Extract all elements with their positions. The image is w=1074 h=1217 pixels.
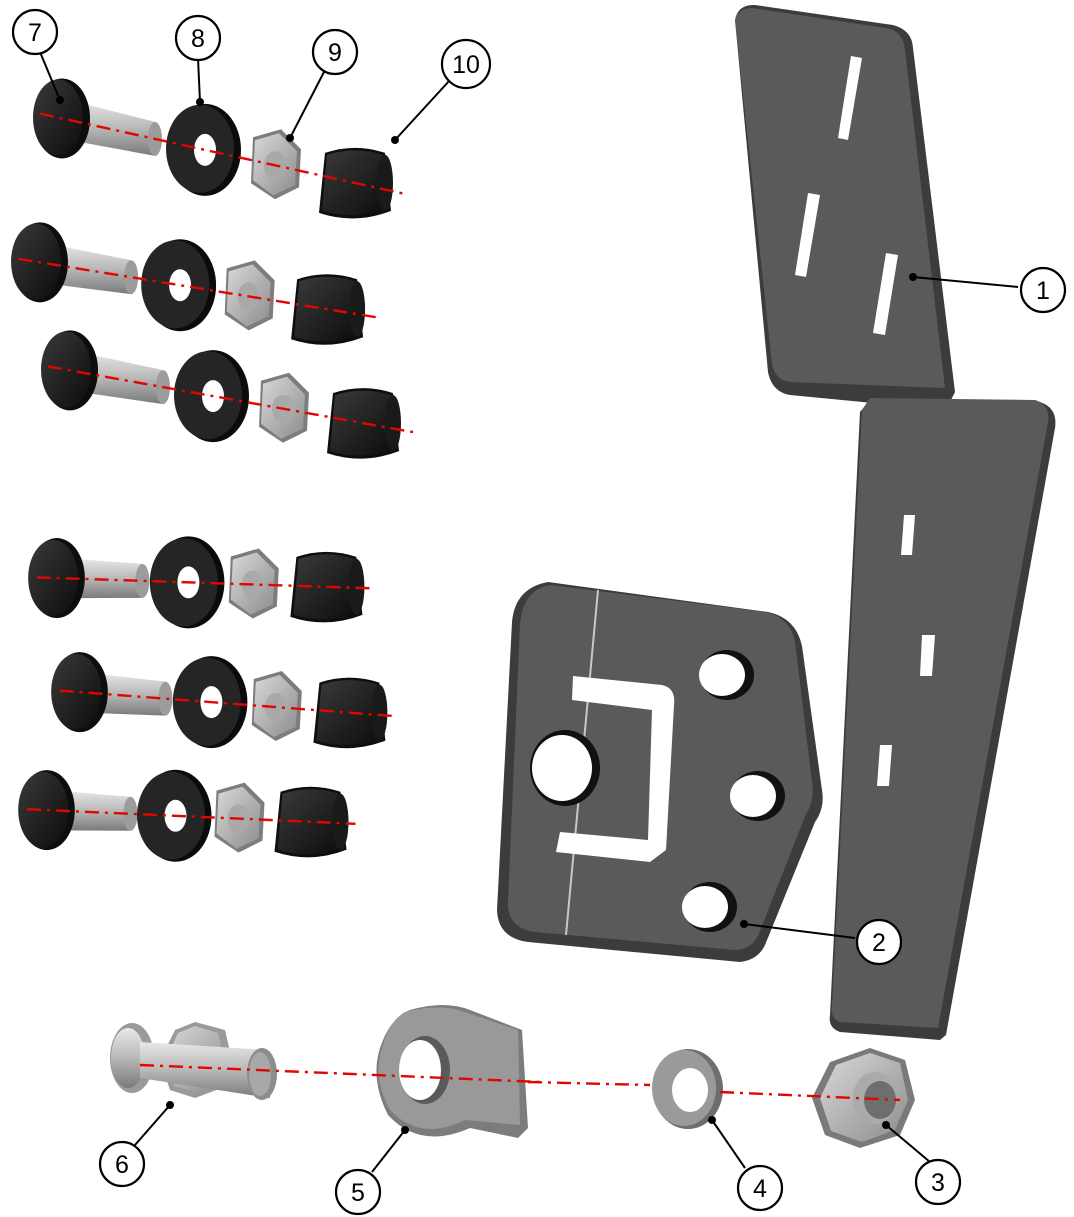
cap-end xyxy=(349,281,366,338)
callout-label-3: 3 xyxy=(931,1169,945,1197)
fastener-set-6 xyxy=(18,769,356,862)
bolt-shank xyxy=(47,243,132,295)
bolt-end xyxy=(124,260,139,295)
cap-end xyxy=(371,684,388,741)
bolt-end xyxy=(123,796,138,831)
callout-label-2: 2 xyxy=(872,929,886,957)
fastener-set-5 xyxy=(51,652,396,749)
leader-lines xyxy=(39,51,1019,1173)
callout-2: 2 xyxy=(855,918,903,966)
bolt-head xyxy=(41,331,91,408)
bolt-head xyxy=(11,223,62,300)
assembly-axis xyxy=(39,112,406,196)
fastener-set-1 xyxy=(33,78,406,219)
flat-washer xyxy=(652,1049,723,1129)
bolt-shank xyxy=(70,100,155,156)
assembly-axis xyxy=(26,808,356,825)
callout-label-7: 7 xyxy=(28,19,42,47)
bolt-end xyxy=(135,563,150,598)
callout-5: 5 xyxy=(334,1168,382,1216)
callout-3: 3 xyxy=(914,1158,962,1206)
bracket-plate-upper xyxy=(735,4,955,411)
bolt-head xyxy=(28,539,79,616)
callout-label-4: 4 xyxy=(753,1175,767,1203)
assembly-axis xyxy=(36,576,373,590)
assembly-axis xyxy=(18,257,377,319)
callout-label-6: 6 xyxy=(115,1151,129,1179)
callout-6: 6 xyxy=(98,1140,146,1188)
callout-8: 8 xyxy=(174,14,222,62)
hex-nut xyxy=(812,1048,915,1148)
bolt-head xyxy=(33,79,83,156)
fastener-sets xyxy=(11,78,414,862)
callout-9: 9 xyxy=(311,28,359,76)
callout-label-10: 10 xyxy=(452,51,480,79)
callout-7: 7 xyxy=(11,8,59,56)
shoulder-bolt xyxy=(110,1022,277,1100)
callout-10: 10 xyxy=(440,38,492,90)
bolt-shank xyxy=(78,351,163,405)
bolt-head xyxy=(51,653,102,730)
washer-hole xyxy=(194,133,216,166)
callout-label-8: 8 xyxy=(191,25,205,53)
callout-label-5: 5 xyxy=(351,1179,365,1207)
callout-4: 4 xyxy=(736,1164,784,1212)
callout-label-9: 9 xyxy=(328,39,342,67)
callout-1: 1 xyxy=(1019,266,1067,314)
mounting-plate xyxy=(497,582,823,962)
callout-label-1: 1 xyxy=(1036,277,1050,305)
bolt-end xyxy=(158,681,173,716)
washer-hole xyxy=(169,269,192,302)
cap xyxy=(293,554,360,620)
assembly-axis xyxy=(47,365,414,434)
fastener-set-2 xyxy=(11,222,377,345)
bolt-head xyxy=(18,771,69,848)
cap-end xyxy=(377,154,393,211)
fastener-set-4 xyxy=(28,536,373,629)
cap-end xyxy=(332,793,349,850)
pivot-assembly xyxy=(110,1005,915,1148)
bracket-plate-lower xyxy=(829,398,1056,1040)
fastener-set-3 xyxy=(41,330,414,459)
tab-bracket xyxy=(376,1005,528,1138)
cap-end xyxy=(385,395,401,452)
